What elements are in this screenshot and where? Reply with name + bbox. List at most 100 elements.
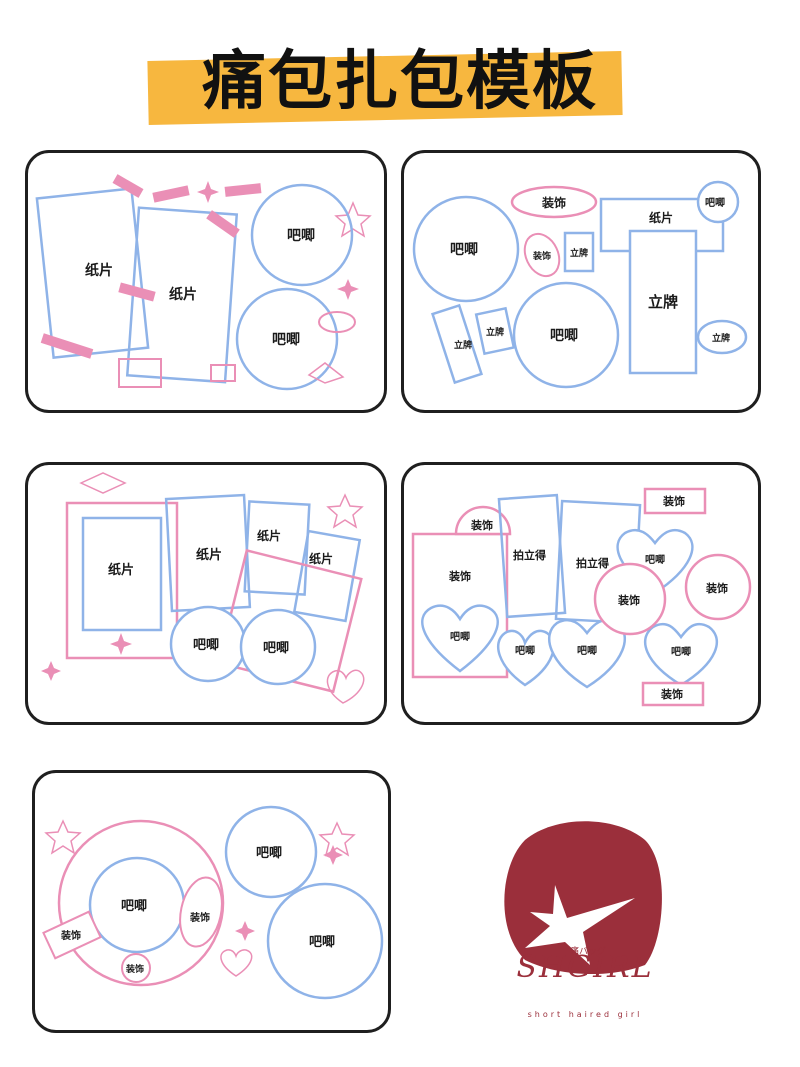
card-label: 纸片 (169, 286, 197, 303)
stand-slot (628, 229, 698, 375)
sparkle-icon (197, 181, 219, 203)
card-label: 纸片 (196, 547, 222, 563)
template-5-canvas: 吧唧 装饰 装饰 装饰 吧唧 吧唧 (42, 805, 384, 1000)
badge-label: 吧唧 (287, 228, 315, 244)
heart-slot (643, 622, 719, 687)
template-2-canvas: 吧唧 装饰 装饰 立牌 吧唧 立牌 立牌 纸片 立牌 吧唧 立牌 (412, 180, 748, 389)
heart-icon (220, 949, 253, 977)
badge-label: 吧唧 (272, 332, 300, 348)
badge-slot (696, 180, 740, 224)
badge-slot (235, 287, 339, 391)
stand-label: 立牌 (486, 326, 504, 338)
tape-deco (224, 183, 262, 197)
badge-slot (239, 608, 317, 686)
stand-slot (563, 231, 595, 273)
badge-label: 吧唧 (193, 638, 219, 653)
sparkle-icon (337, 279, 359, 300)
card-label: 纸片 (257, 528, 281, 543)
badge-label: 吧唧 (645, 554, 665, 566)
badge-label: 吧唧 (550, 328, 578, 344)
brand-name: SHGIRL (516, 950, 654, 985)
heart-icon (326, 669, 365, 704)
deco-slot (118, 358, 162, 388)
template-3-canvas: 纸片 纸片 纸片 纸片 吧唧 吧唧 (41, 472, 365, 704)
template-panel-2: 吧唧 装饰 装饰 立牌 吧唧 立牌 立牌 纸片 立牌 吧唧 立牌 (401, 150, 761, 413)
star-icon (334, 201, 372, 238)
deco-label: 装饰 (660, 687, 683, 701)
deco-slot (318, 311, 356, 333)
card-label: 纸片 (649, 210, 673, 225)
badge-slot (412, 195, 520, 303)
frame-slot (65, 501, 179, 660)
deco-label: 装饰 (541, 195, 566, 210)
template-1-canvas: 纸片 纸片 吧唧 吧唧 (35, 174, 372, 391)
deco-label: 装饰 (448, 569, 471, 583)
badge-label: 吧唧 (705, 197, 725, 209)
deco-label: 装饰 (705, 581, 728, 595)
heart-slot (547, 618, 627, 689)
sparkle-icon (235, 921, 255, 941)
badge-label: 吧唧 (309, 935, 335, 950)
badge-slot (512, 281, 620, 389)
stand-slot (474, 306, 516, 356)
deco-slot (523, 232, 561, 278)
deco-slot (593, 562, 667, 636)
star-icon (525, 885, 635, 965)
title-area: 痛包扎包模板 (0, 0, 800, 140)
card-label: 纸片 (85, 262, 113, 279)
deco-slot (684, 553, 752, 621)
badge-slot (224, 805, 318, 899)
diamond-icon (307, 362, 345, 384)
stand-slot (430, 303, 484, 385)
polaroid-slot (497, 493, 567, 619)
deco-label: 装饰 (189, 911, 210, 924)
deco-slot (510, 185, 598, 219)
deco-slot (641, 681, 705, 707)
deco-label: 装饰 (617, 593, 640, 607)
card-slot (35, 187, 150, 359)
sparkle-icon (323, 845, 343, 865)
badge-label: 吧唧 (256, 846, 282, 861)
deco-slot (643, 487, 707, 515)
stand-label: 立牌 (648, 293, 678, 311)
sparkle-icon (41, 661, 61, 681)
polaroid-label: 拍立得 (513, 548, 546, 562)
heart-slot (421, 604, 499, 673)
template-panel-1: 纸片 纸片 吧唧 吧唧 (25, 150, 387, 413)
badge-label: 吧唧 (450, 631, 470, 643)
card-label: 纸片 (309, 551, 333, 566)
brand-jp: 痛バッグ (570, 947, 607, 957)
tape-deco (112, 174, 144, 198)
card-slot (292, 529, 362, 623)
badge-label: 吧唧 (450, 242, 478, 258)
badge-label: 吧唧 (121, 899, 147, 914)
ring-frame (57, 819, 225, 987)
deco-slot (42, 910, 102, 960)
deco-label: 装饰 (60, 929, 81, 942)
deco-label: 装饰 (532, 250, 551, 262)
template-panel-4: 装饰 装饰 吧唧 拍立得 拍立得 装饰 吧唧 装饰 吧唧 吧唧 吧唧 装饰 装饰 (401, 462, 761, 725)
tape-deco (206, 210, 240, 238)
star-icon (318, 821, 356, 857)
template-panel-3: 纸片 纸片 纸片 纸片 吧唧 吧唧 (25, 462, 387, 725)
deco-label: 装饰 (470, 518, 493, 532)
badge-slot (266, 882, 384, 1000)
deco-slot (210, 364, 236, 382)
badge-slot (250, 183, 354, 287)
template-panel-5: 吧唧 装饰 装饰 装饰 吧唧 吧唧 (32, 770, 391, 1033)
card-slot (81, 516, 163, 632)
star-icon (326, 493, 364, 529)
polaroid-label: 拍立得 (576, 556, 609, 570)
stand-label: 立牌 (454, 339, 472, 351)
tape-deco (40, 333, 94, 359)
brand-logo (504, 821, 662, 975)
tape-deco (152, 185, 190, 203)
deco-label: 装饰 (662, 494, 685, 508)
badge-label: 吧唧 (577, 645, 597, 657)
brand-tagline: short haired girl (527, 1010, 643, 1019)
sparkle-icon (110, 633, 132, 655)
badge-slot (454, 505, 512, 536)
card-label: 纸片 (108, 562, 134, 578)
deco-label: 装饰 (125, 963, 144, 975)
stand-label: 立牌 (570, 247, 588, 259)
